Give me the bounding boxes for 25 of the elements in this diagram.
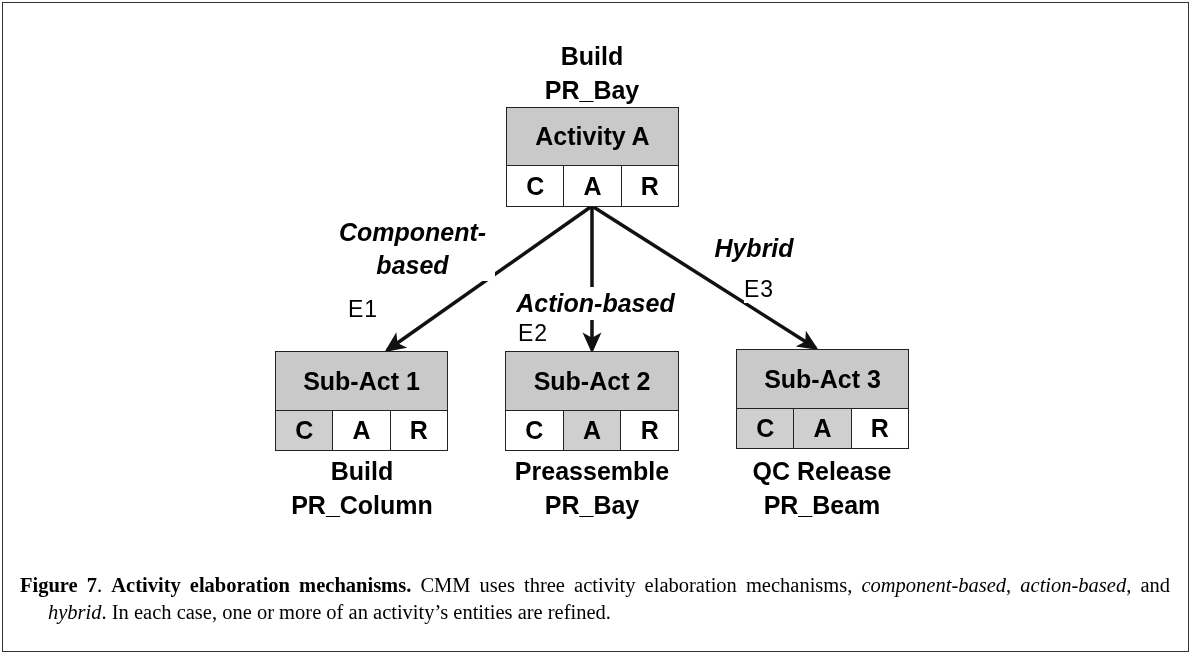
activity-box <box>505 351 679 451</box>
activity-header: Sub-Act 1 <box>276 352 447 411</box>
entity-cell: C <box>276 411 333 450</box>
entity-cell: A <box>793 409 851 448</box>
entity-cell: R <box>850 409 908 448</box>
entity-cell: R <box>389 411 447 450</box>
activity-box <box>275 351 448 451</box>
activity-name: Preassemble PR_Bay <box>513 456 671 521</box>
entity-cell: C <box>507 166 564 206</box>
activity-box <box>736 349 909 449</box>
entity-cell: A <box>332 411 390 450</box>
figure-caption: Figure 7. Activity elaboration mechanisms. CMM uses three activity elaboration mechanisms, component-based, action-based, and hybrid. In each case, one or more of an activity’s entities are refined. <box>20 573 1170 626</box>
entity-cell: C <box>737 409 794 448</box>
activity-header: Sub-Act 3 <box>737 350 908 409</box>
activity-name: Build PR_Bay <box>543 41 641 106</box>
activity-box <box>506 107 679 207</box>
entity-cell: C <box>506 411 563 450</box>
entity-cell: R <box>620 411 678 450</box>
activity-name: QC Release PR_Beam <box>751 456 893 521</box>
activity-header: Sub-Act 2 <box>506 352 678 411</box>
entity-cell: R <box>620 166 678 206</box>
entity-cell: A <box>562 411 621 450</box>
activity-header: Activity A <box>507 108 678 166</box>
entity-cell: A <box>563 166 621 206</box>
activity-name: Build PR_Column <box>290 456 434 521</box>
